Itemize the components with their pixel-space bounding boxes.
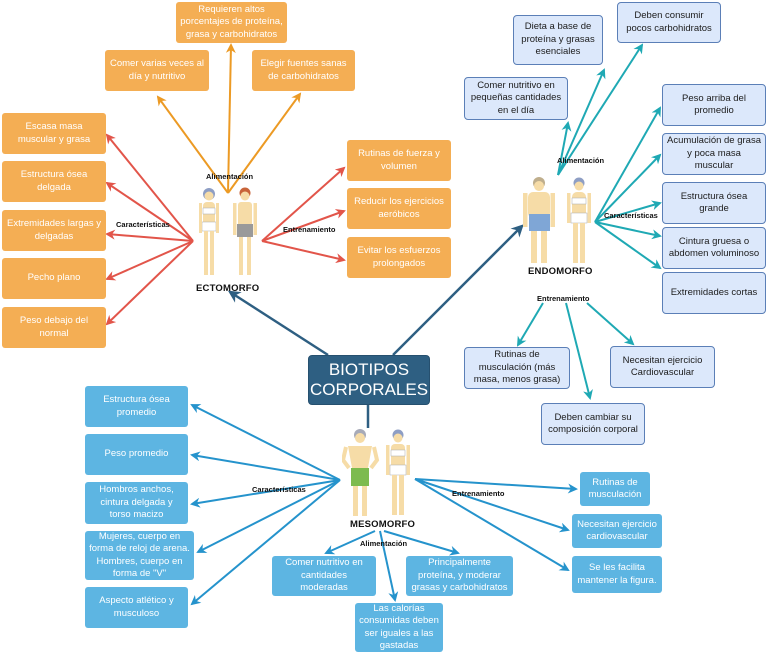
endo-caracteristica-item[interactable]: Cintura gruesa o abdomen voluminoso — [662, 227, 766, 269]
meso-entrenamiento-arrows — [414, 478, 578, 572]
endo-caracteristica-item[interactable]: Peso arriba del promedio — [662, 84, 766, 126]
meso-caracteristicas-label: Características — [252, 485, 306, 494]
endo-entrenamiento-item[interactable]: Deben cambiar su composición corporal — [541, 403, 645, 445]
meso-alimentacion-item[interactable]: Principalmente proteína, y moderar grasa… — [406, 556, 513, 596]
meso-entrenamiento-item[interactable]: Rutinas de musculación — [580, 472, 650, 506]
endo-entrenamiento-label: Entrenamiento — [537, 294, 590, 303]
endo-entrenamiento-arrows — [516, 302, 635, 400]
meso-entrenamiento-label: Entrenamiento — [452, 489, 505, 498]
endo-alimentacion-item[interactable]: Dieta a base de proteína y grasas esenci… — [513, 15, 603, 65]
endo-man-figure — [523, 177, 555, 263]
ecto-alimentacion-item[interactable]: Requieren altos porcentajes de proteína,… — [176, 2, 287, 43]
endo-caracteristica-item[interactable]: Acumulación de grasa y poca masa muscula… — [662, 133, 766, 175]
meso-caracteristica-item[interactable]: Mujeres, cuerpo en forma de reloj de are… — [85, 531, 194, 580]
endomorfo-label: ENDOMORFO — [528, 266, 593, 277]
ecto-caracteristicas-label: Características — [116, 220, 170, 229]
meso-alimentacion-item[interactable]: Las calorías consumidas deben ser iguale… — [355, 603, 443, 652]
ectomorfo-figures — [199, 187, 257, 275]
meso-caracteristica-item[interactable]: Estructura ósea promedio — [85, 386, 188, 427]
arrow-to-endomorfo — [392, 224, 524, 356]
meso-entrenamiento-item[interactable]: Se les facilita mantener la figura. — [572, 556, 662, 593]
mesomorfo-label: MESOMORFO — [350, 519, 416, 530]
ecto-alimentacion-item[interactable]: Comer varias veces al día y nutritivo — [105, 50, 209, 91]
meso-alimentacion-label: Alimentación — [360, 539, 408, 548]
meso-alimentacion-item[interactable]: Comer nutritivo en cantidades moderadas — [272, 556, 376, 596]
arrow-to-ectomorfo — [227, 290, 329, 357]
ecto-caracteristica-item[interactable]: Peso debajo del normal — [2, 307, 106, 348]
ecto-caracteristica-item[interactable]: Pecho plano — [2, 258, 106, 299]
endo-caracteristicas-label: Características — [604, 211, 658, 220]
endo-caracteristica-item[interactable]: Estructura ósea grande — [662, 182, 766, 224]
ecto-entrenamiento-item[interactable]: Reducir los ejercicios aeróbicos — [347, 188, 451, 229]
ecto-entrenamiento-item[interactable]: Rutinas de fuerza y volumen — [347, 140, 451, 181]
meso-alimentacion-arrows — [324, 530, 460, 602]
meso-caracteristica-item[interactable]: Peso promedio — [85, 434, 188, 475]
ecto-alimentacion-arrows — [156, 43, 302, 194]
endo-alimentacion-label: Alimentación — [557, 156, 605, 165]
meso-caracteristicas-arrows — [190, 404, 341, 606]
ecto-alimentacion-item[interactable]: Elegir fuentes sanas de carbohidratos — [252, 50, 355, 91]
ecto-entrenamiento-arrows — [261, 166, 346, 264]
meso-entrenamiento-item[interactable]: Necesitan ejercicio cardiovascular — [572, 514, 662, 548]
endo-entrenamiento-item[interactable]: Rutinas de musculación (más masa, menos … — [464, 347, 570, 389]
meso-caracteristica-item[interactable]: Aspecto atlético y musculoso — [85, 587, 188, 628]
endo-alimentacion-arrows — [557, 43, 644, 176]
ecto-alimentacion-label: Alimentación — [206, 172, 254, 181]
meso-caracteristica-item[interactable]: Hombros anchos, cintura delgada y torso … — [85, 482, 188, 524]
meso-man-figure — [342, 429, 380, 516]
ecto-caracteristica-item[interactable]: Extremidades largas y delgadas — [2, 210, 106, 251]
ecto-entrenamiento-item[interactable]: Evitar los esfuerzos prolongados — [347, 237, 451, 278]
meso-woman-figure — [386, 429, 410, 515]
endo-entrenamiento-item[interactable]: Necesitan ejercicio Cardiovascular — [610, 346, 715, 388]
ecto-man-figure — [233, 187, 257, 275]
ecto-entrenamiento-label: Entrenamiento — [283, 225, 336, 234]
endo-alimentacion-item[interactable]: Comer nutritivo en pequeñas cantidades e… — [464, 77, 568, 120]
endomorfo-figures — [523, 177, 591, 263]
endo-woman-figure — [567, 177, 591, 263]
endo-caracteristicas-arrows — [594, 106, 662, 270]
ecto-caracteristica-item[interactable]: Estructura ósea delgada — [2, 161, 106, 202]
endo-caracteristica-item[interactable]: Extremidades cortas — [662, 272, 766, 314]
mesomorfo-figures — [342, 429, 410, 516]
central-topic-biotipos-corporales[interactable]: BIOTIPOS CORPORALES — [308, 355, 430, 405]
ecto-caracteristica-item[interactable]: Escasa masa muscular y grasa — [2, 113, 106, 154]
endo-alimentacion-item[interactable]: Deben consumir pocos carbohidratos — [617, 2, 721, 43]
ectomorfo-label: ECTOMORFO — [196, 283, 260, 294]
ecto-caracteristicas-arrows — [105, 133, 194, 326]
center-links — [227, 224, 524, 428]
ecto-woman-figure — [199, 188, 219, 275]
